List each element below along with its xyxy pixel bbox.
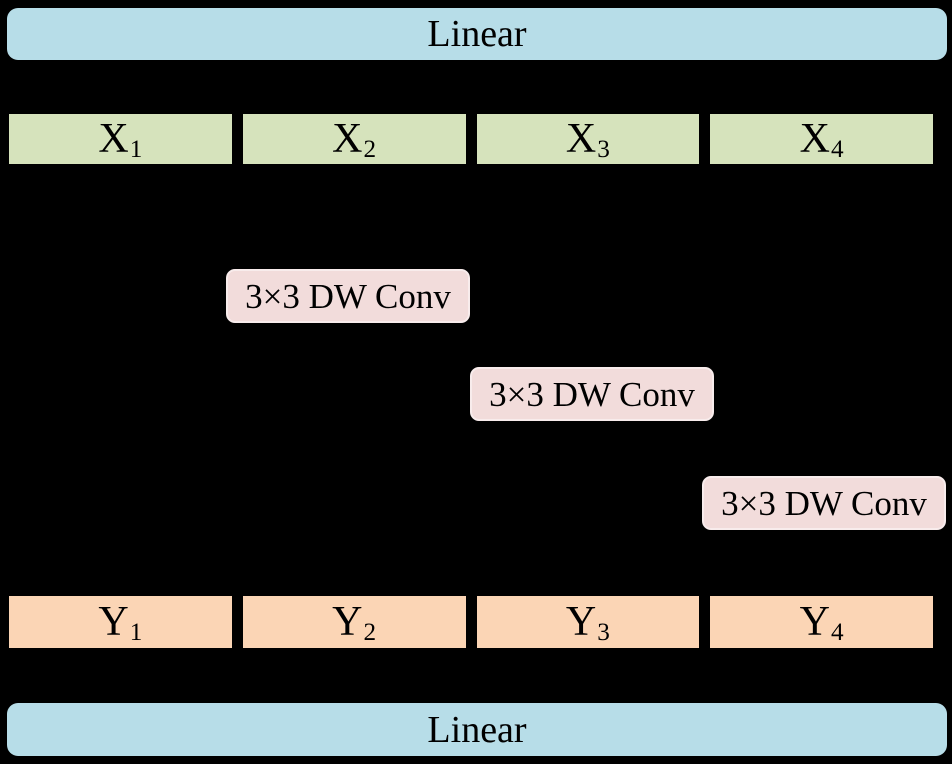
linear-block-top: Linear xyxy=(7,8,947,60)
x-block-2-label: X2 xyxy=(332,116,377,163)
y-block-3: Y3 xyxy=(474,594,702,650)
x-block-3: X3 xyxy=(474,112,702,166)
dw-conv-block-2: 3×3 DW Conv xyxy=(470,367,714,421)
x-block-1-label: X1 xyxy=(98,116,143,163)
y-block-1: Y1 xyxy=(7,594,234,650)
linear-block-bottom: Linear xyxy=(7,703,947,756)
linear-block-bottom-label: Linear xyxy=(427,708,527,751)
x-block-1: X1 xyxy=(7,112,234,166)
dw-conv-block-3: 3×3 DW Conv xyxy=(702,476,946,530)
y-block-2-label: Y2 xyxy=(332,599,377,646)
dw-conv-block-1-label: 3×3 DW Conv xyxy=(245,276,451,316)
y-block-4-label: Y4 xyxy=(799,599,844,646)
x-feature-row: X1 X2 X3 X4 xyxy=(7,112,935,166)
y-block-2: Y2 xyxy=(240,594,468,650)
y-block-1-label: Y1 xyxy=(98,599,143,646)
y-block-3-label: Y3 xyxy=(565,599,610,646)
y-feature-row: Y1 Y2 Y3 Y4 xyxy=(7,594,935,650)
x-block-4-label: X4 xyxy=(799,116,844,163)
x-block-3-label: X3 xyxy=(565,116,610,163)
dw-conv-block-3-label: 3×3 DW Conv xyxy=(721,483,927,523)
dw-conv-block-2-label: 3×3 DW Conv xyxy=(489,374,695,414)
x-block-4: X4 xyxy=(708,112,935,166)
x-block-2: X2 xyxy=(240,112,468,166)
dw-conv-block-1: 3×3 DW Conv xyxy=(226,269,470,323)
y-block-4: Y4 xyxy=(708,594,935,650)
linear-block-top-label: Linear xyxy=(427,13,527,55)
